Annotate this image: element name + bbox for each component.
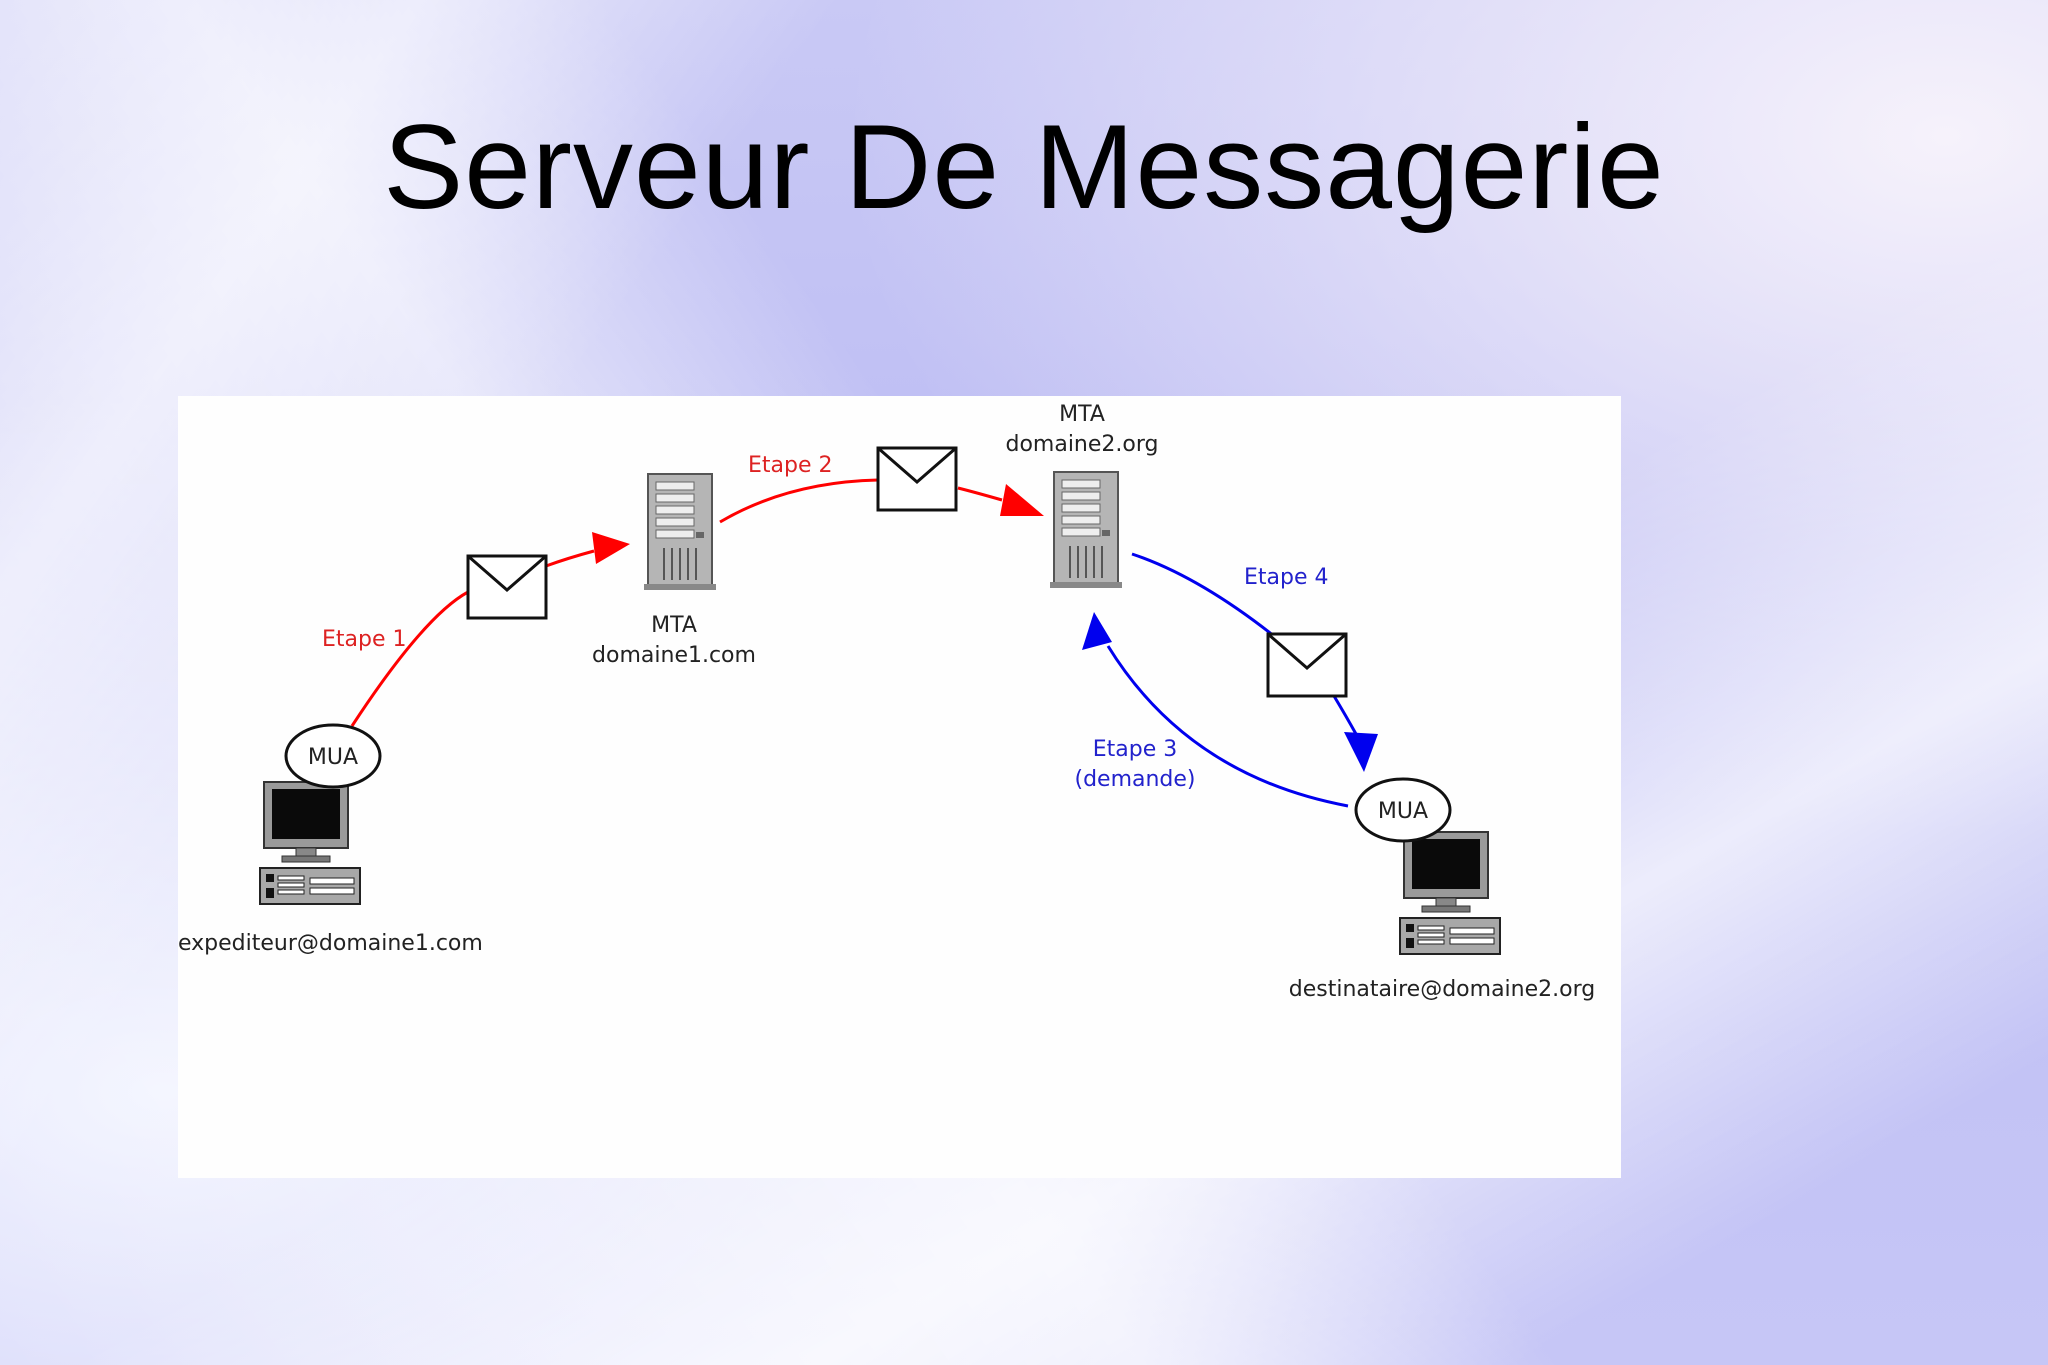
recipient-mua-label: MUA <box>1378 799 1428 824</box>
step1-label: Etape 1 <box>322 627 407 652</box>
recipient-address: destinataire@domaine2.org <box>1289 977 1595 1002</box>
recipient-mua-node <box>1354 777 1452 843</box>
mta1-title: MTA <box>651 613 697 638</box>
mta1-domain: domaine1.com <box>592 643 756 668</box>
step1-arrowhead <box>592 532 630 564</box>
step3-arrow <box>1106 645 1349 808</box>
server-tower-icon <box>1049 471 1123 589</box>
step4-arrowhead <box>1344 732 1378 772</box>
sender-mua-label: MUA <box>308 745 358 770</box>
step4-arrow <box>1131 552 1275 638</box>
envelope-icon <box>466 554 548 620</box>
step1-arrow-tail <box>545 549 595 568</box>
step3-arrowhead <box>1082 612 1112 650</box>
step1-arrow <box>350 590 469 727</box>
sender-mua-node <box>284 723 382 789</box>
server-tower-icon <box>643 473 717 591</box>
sender-address: expediteur@domaine1.com <box>178 931 483 956</box>
step3-sublabel: (demande) <box>1074 767 1195 792</box>
step2-arrow-tail <box>957 486 1003 502</box>
mta2-domain: domaine2.org <box>1005 432 1158 457</box>
step3-label: Etape 3 <box>1093 737 1178 762</box>
desktop-computer-icon <box>259 781 361 905</box>
mail-flow-diagram: MUA MUA Etape 1 Etape 2 Etape 4 Etape 3 … <box>178 396 1621 1178</box>
desktop-computer-icon <box>1399 831 1501 955</box>
step2-arrow <box>719 478 879 524</box>
envelope-icon <box>876 446 958 512</box>
slide-title: Serveur De Messagerie <box>383 100 1665 234</box>
step2-arrowhead <box>1000 484 1044 516</box>
step2-label: Etape 2 <box>748 453 833 478</box>
step4-arrow-tail <box>1332 695 1358 735</box>
envelope-icon <box>1266 632 1348 698</box>
mta2-title: MTA <box>1059 402 1105 427</box>
step4-label: Etape 4 <box>1244 565 1329 590</box>
